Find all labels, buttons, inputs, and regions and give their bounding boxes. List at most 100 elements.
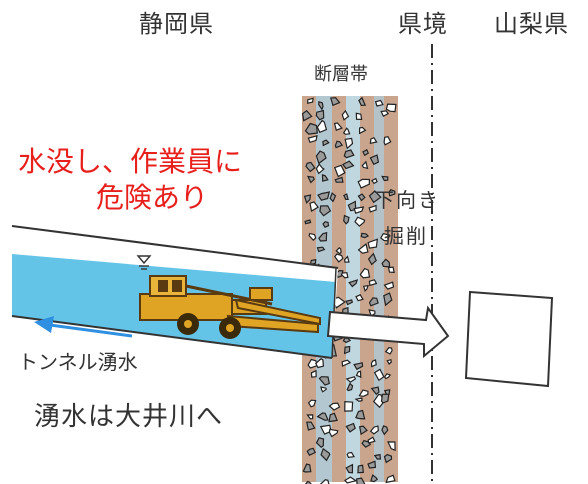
rock-fragment xyxy=(343,255,350,263)
rock-fragment xyxy=(343,193,349,200)
rock-fragment xyxy=(358,96,367,107)
rock-fragment xyxy=(330,97,341,107)
rock-fragment xyxy=(367,436,376,444)
rock-fragment xyxy=(358,425,368,436)
rock-fragment xyxy=(335,246,342,255)
rock-fragment xyxy=(304,480,312,484)
rock-fragment xyxy=(306,447,317,456)
rock-fragment xyxy=(383,373,392,380)
rock-fragment xyxy=(368,204,377,213)
rock-fragment xyxy=(322,221,330,228)
rock-fragment xyxy=(319,424,332,435)
rock-fragment xyxy=(357,178,371,189)
rock-fragment xyxy=(348,279,359,288)
rock-fragment xyxy=(329,192,337,203)
rock-fragment xyxy=(359,267,371,279)
rock-fragment xyxy=(315,109,325,121)
rock-fragment xyxy=(383,453,393,464)
rock-fragment xyxy=(315,437,325,448)
rock-fragment xyxy=(334,164,346,178)
rock-fragment xyxy=(344,137,354,150)
rock-fragment xyxy=(358,389,369,397)
rock-fragment xyxy=(322,139,330,147)
label-digging: 掘削 xyxy=(384,224,428,248)
rock-fragment xyxy=(318,231,328,242)
rock-fragment xyxy=(355,112,363,121)
rock-fragment xyxy=(383,292,393,307)
label-to-oi-river: 湧水は大井川へ xyxy=(34,402,224,432)
rock-fragment xyxy=(359,126,367,135)
rock-fragment xyxy=(369,154,380,166)
rock-fragment xyxy=(341,160,355,170)
rock-fragment xyxy=(306,421,316,431)
rock-fragment xyxy=(381,425,389,436)
rock-fragment xyxy=(345,299,354,306)
rock-fragment xyxy=(328,402,341,411)
rock-fragment xyxy=(341,359,352,367)
rock-fragment xyxy=(355,370,362,379)
rock-fragment xyxy=(361,160,369,170)
right-arrow-icon xyxy=(326,305,450,359)
rock-fragment xyxy=(388,188,396,197)
rock-fragment xyxy=(362,148,370,157)
rock-fragment xyxy=(305,161,316,173)
rock-fragment xyxy=(334,176,344,183)
label-tunnel-water: トンネル湧水 xyxy=(18,350,138,374)
rock-fragment xyxy=(318,101,324,111)
rock-fragment xyxy=(354,216,366,227)
rock-fragment xyxy=(362,284,370,292)
rock-fragment xyxy=(302,463,312,473)
water-level-icon xyxy=(136,255,152,270)
rock-fragment xyxy=(307,358,318,369)
rock-fragment xyxy=(308,232,317,241)
rock-fragment xyxy=(370,386,380,396)
label-yamanashi: 山梨県 xyxy=(494,10,569,38)
rock-fragment xyxy=(370,359,377,368)
rock-fragment xyxy=(370,474,379,483)
rock-fragment xyxy=(357,193,366,202)
rock-fragment xyxy=(345,376,357,383)
label-border: 県境 xyxy=(398,10,448,38)
rock-fragment xyxy=(368,190,382,204)
rock-fragment xyxy=(383,136,392,146)
rock-fragment xyxy=(328,428,339,438)
rock-fragment xyxy=(306,414,314,420)
rock-fragment xyxy=(342,337,352,344)
rock-fragment xyxy=(317,191,331,201)
rock-fragment xyxy=(307,399,317,408)
warning-text-line2: 危険あり xyxy=(96,181,209,214)
rock-fragment xyxy=(385,474,396,484)
rock-fragment xyxy=(341,109,350,121)
rock-fragment xyxy=(373,453,382,460)
rock-fragment xyxy=(369,425,379,435)
rock-fragment xyxy=(333,122,343,132)
label-shizuoka: 静岡県 xyxy=(139,10,214,38)
rock-fragment xyxy=(340,272,349,279)
label-fault-zone: 断層帯 xyxy=(314,64,368,85)
label-downward: 下向き xyxy=(374,188,440,212)
rock-fragment xyxy=(384,346,393,355)
rock-fragment xyxy=(360,232,370,239)
rock-fragment xyxy=(346,451,355,459)
rock-fragment xyxy=(367,238,379,249)
rock-fragment xyxy=(342,127,351,135)
rock-fragment xyxy=(355,294,364,302)
rock-fragment xyxy=(343,345,351,355)
rock-fragment xyxy=(334,253,344,263)
rock-fragment xyxy=(386,358,392,365)
rock-fragment xyxy=(315,358,325,369)
rock-fragment xyxy=(346,382,354,392)
rock-fragment xyxy=(318,376,330,386)
rock-fragment xyxy=(320,386,327,393)
rock-fragment xyxy=(320,447,331,462)
excavator-icon xyxy=(139,275,321,339)
rock-fragment xyxy=(387,266,395,274)
yamanashi-tunnel xyxy=(464,290,554,388)
rock-fragment xyxy=(354,397,363,402)
rock-fragment xyxy=(368,279,378,287)
rock-fragment xyxy=(334,140,344,149)
rock-fragment xyxy=(316,119,328,134)
rock-fragment xyxy=(343,214,350,225)
rock-fragment xyxy=(304,122,318,135)
rock-fragment xyxy=(319,479,330,484)
